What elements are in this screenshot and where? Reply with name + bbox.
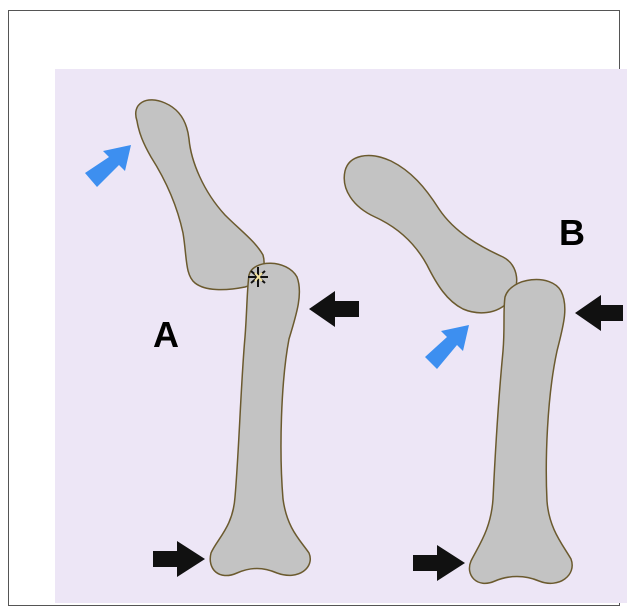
panel-label-a: A — [153, 314, 179, 355]
figure-frame: A B — [8, 10, 620, 606]
bone-joint-diagram: A B — [19, 21, 629, 615]
panel-label-b: B — [559, 212, 585, 253]
